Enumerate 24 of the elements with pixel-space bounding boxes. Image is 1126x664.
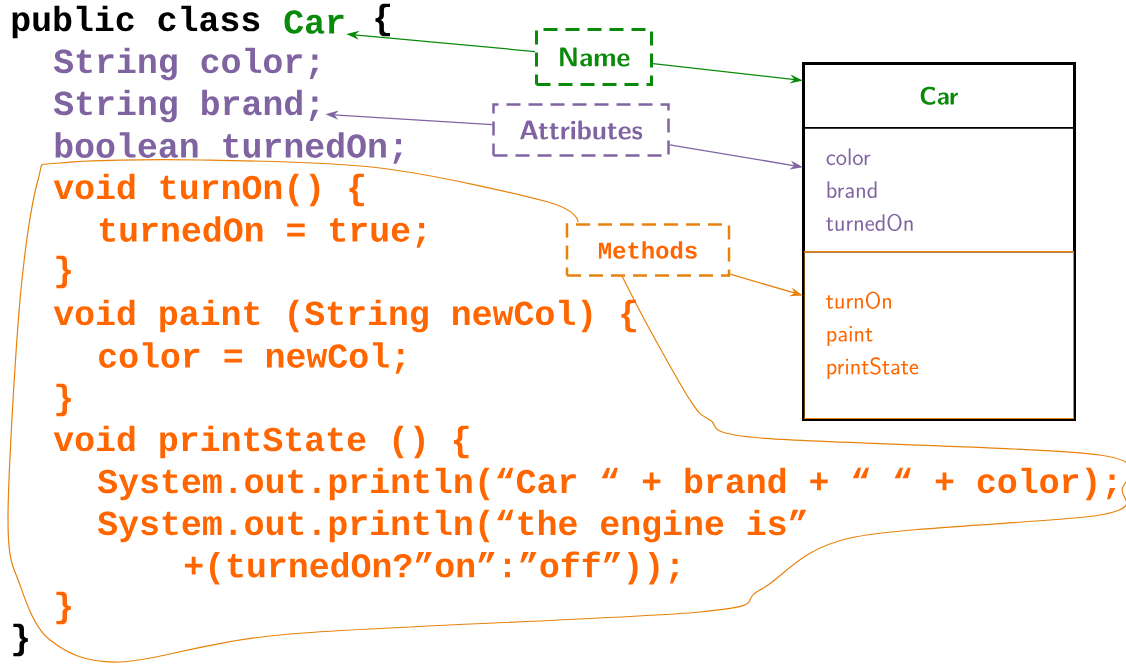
- code-line: }: [56, 591, 71, 625]
- code-line: System.out.println(“Car “ + brand + “ “ + color);: [97, 467, 1116, 501]
- methods-compartment: turnOn paint printState: [803, 251, 1075, 420]
- code-line: String color;: [53, 47, 319, 81]
- name-callout: Name: [535, 28, 653, 86]
- code-line: void printState () {: [53, 425, 469, 459]
- code-line: void paint (String newCol) {: [53, 299, 636, 333]
- attribute-code: String brand;: [53, 89, 319, 123]
- class-name-code: Car: [284, 10, 344, 34]
- code-line: }: [56, 383, 71, 417]
- methods-callout: Methods: [565, 223, 731, 277]
- code-line: void turnOn() {: [53, 173, 364, 207]
- code-line: color = newCol;: [99, 342, 404, 374]
- code-line: System.out.println(“the engine is”: [97, 509, 807, 543]
- code-line: }: [56, 255, 71, 289]
- attributes-compartment: color brand turnedOn: [803, 127, 1075, 253]
- code-line: public class: [12, 5, 260, 39]
- code-line: }: [13, 623, 28, 657]
- code-line: boolean turnedOn;: [55, 132, 402, 164]
- attributes-callout: Attributes: [492, 103, 670, 157]
- class-name-compartment: Car: [803, 63, 1075, 129]
- code-line: +(turnedOn?”on”:”off”));: [184, 551, 679, 585]
- code-line: {: [375, 3, 390, 37]
- code-line: turnedOn = true;: [99, 216, 425, 248]
